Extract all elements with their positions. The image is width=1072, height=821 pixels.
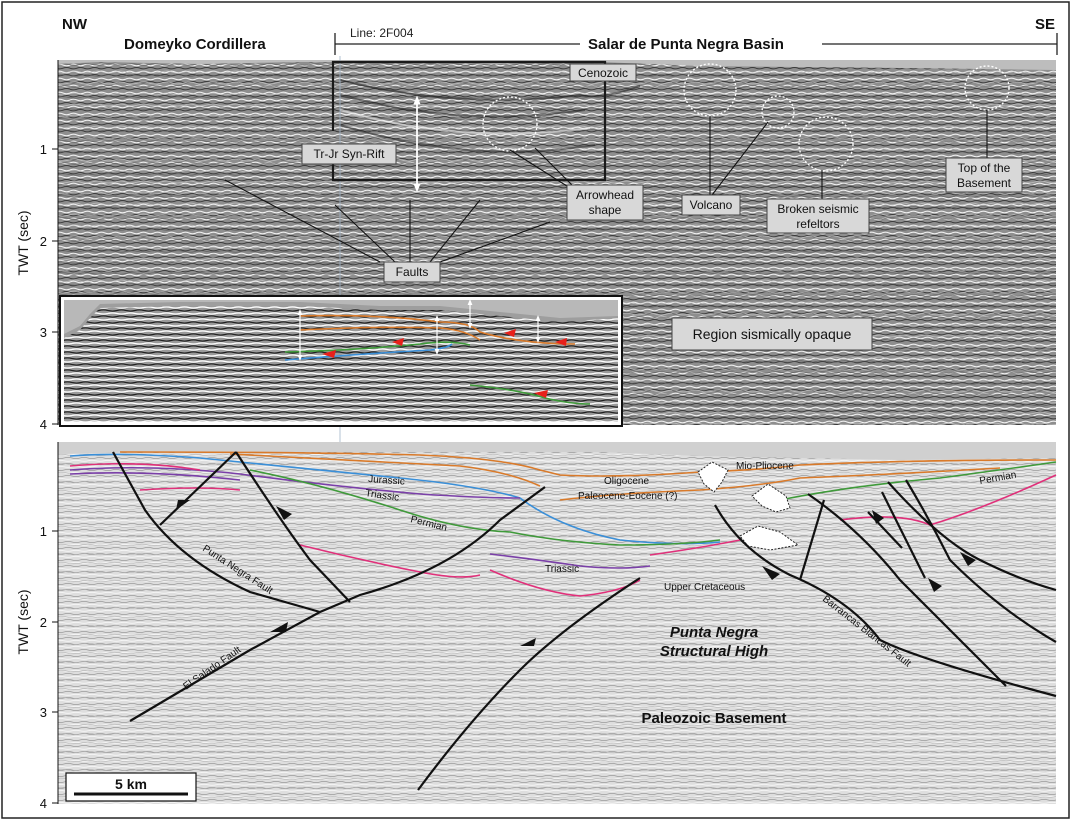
faults-box: Faults bbox=[383, 261, 441, 283]
faults bbox=[112, 451, 1057, 791]
top-y-tick-4: 4 bbox=[40, 417, 47, 432]
broken-reflector-circle bbox=[798, 116, 854, 172]
top-basement-box: Top of the Basement bbox=[945, 157, 1023, 193]
faults-label: Faults bbox=[396, 265, 429, 279]
syn-rift-box bbox=[331, 60, 607, 182]
cenozoic-label: Cenozoic bbox=[578, 66, 628, 80]
paleocene-label: Paleocene-Eocene (?) bbox=[578, 491, 678, 502]
triassic-upper-label: Triassic bbox=[365, 488, 400, 504]
paleozoic-basement-label: Paleozoic Basement bbox=[641, 710, 786, 727]
domeyko-cordillera-label: Domeyko Cordillera bbox=[124, 36, 266, 53]
se-label: SE bbox=[1035, 16, 1055, 33]
cenozoic-box: Cenozoic bbox=[569, 63, 637, 82]
bottom-seismic-panel bbox=[58, 442, 1056, 804]
broken-label-2: refeltors bbox=[796, 217, 839, 231]
leader-lines bbox=[224, 110, 988, 263]
oligocene-label: Oligocene bbox=[604, 476, 649, 487]
volcano-box: Volcano bbox=[681, 194, 741, 216]
top-y-tick-3: 3 bbox=[40, 325, 47, 340]
scale-bar: 5 km bbox=[65, 772, 197, 802]
arrowhead-label-2: shape bbox=[589, 203, 622, 217]
scale-bar-label: 5 km bbox=[115, 776, 147, 792]
line-label: Line: 2F004 bbox=[350, 26, 414, 40]
bottom-y-tick-3: 3 bbox=[40, 705, 47, 720]
triassic-lower-label: Triassic bbox=[545, 564, 579, 575]
syn-rift-box-label: Tr-Jr Syn-Rift bbox=[301, 143, 397, 165]
basement-top-circle bbox=[964, 65, 1010, 111]
mio-pliocene-label: Mio-Pliocene bbox=[736, 461, 794, 472]
bottom-y-axis: 1 2 3 4 TWT (sec) bbox=[15, 442, 59, 811]
top-y-tick-1: 1 bbox=[40, 142, 47, 157]
arrowhead-label-1: Arrowhead bbox=[576, 188, 634, 202]
top-basement-label-2: Basement bbox=[957, 176, 1012, 190]
broken-reflectors-box: Broken seismic refeltors bbox=[766, 198, 870, 234]
upper-cretaceous-label: Upper Cretaceous bbox=[664, 582, 745, 593]
nw-label: NW bbox=[62, 16, 88, 33]
top-y-tick-2: 2 bbox=[40, 234, 47, 249]
opaque-label: Region sismically opaque bbox=[693, 326, 852, 342]
opaque-box: Region sismically opaque bbox=[671, 317, 873, 351]
salar-basin-label: Salar de Punta Negra Basin bbox=[588, 36, 784, 53]
top-basement-label-1: Top of the bbox=[958, 161, 1011, 175]
bottom-y-tick-2: 2 bbox=[40, 615, 47, 630]
structural-high-label-1: Punta Negra bbox=[670, 624, 758, 641]
bottom-y-tick-4: 4 bbox=[40, 796, 47, 811]
syn-rift-label: Tr-Jr Syn-Rift bbox=[314, 147, 386, 161]
inset-panel bbox=[59, 295, 623, 427]
bottom-y-tick-1: 1 bbox=[40, 524, 47, 539]
structural-high-label-2: Structural High bbox=[660, 643, 768, 660]
broken-label-1: Broken seismic bbox=[777, 202, 858, 216]
top-y-axis-label: TWT (sec) bbox=[15, 210, 31, 275]
arrowhead-box: Arrowhead shape bbox=[566, 184, 644, 221]
fault-arrows bbox=[176, 500, 976, 646]
volcano-circle-2 bbox=[761, 95, 795, 129]
arrowhead-circle bbox=[482, 96, 538, 152]
bottom-y-axis-label: TWT (sec) bbox=[15, 589, 31, 654]
volcano-label: Volcano bbox=[690, 198, 733, 212]
jurassic-label: Jurassic bbox=[368, 474, 405, 488]
top-y-axis: 1 2 3 4 TWT (sec) bbox=[15, 60, 59, 432]
